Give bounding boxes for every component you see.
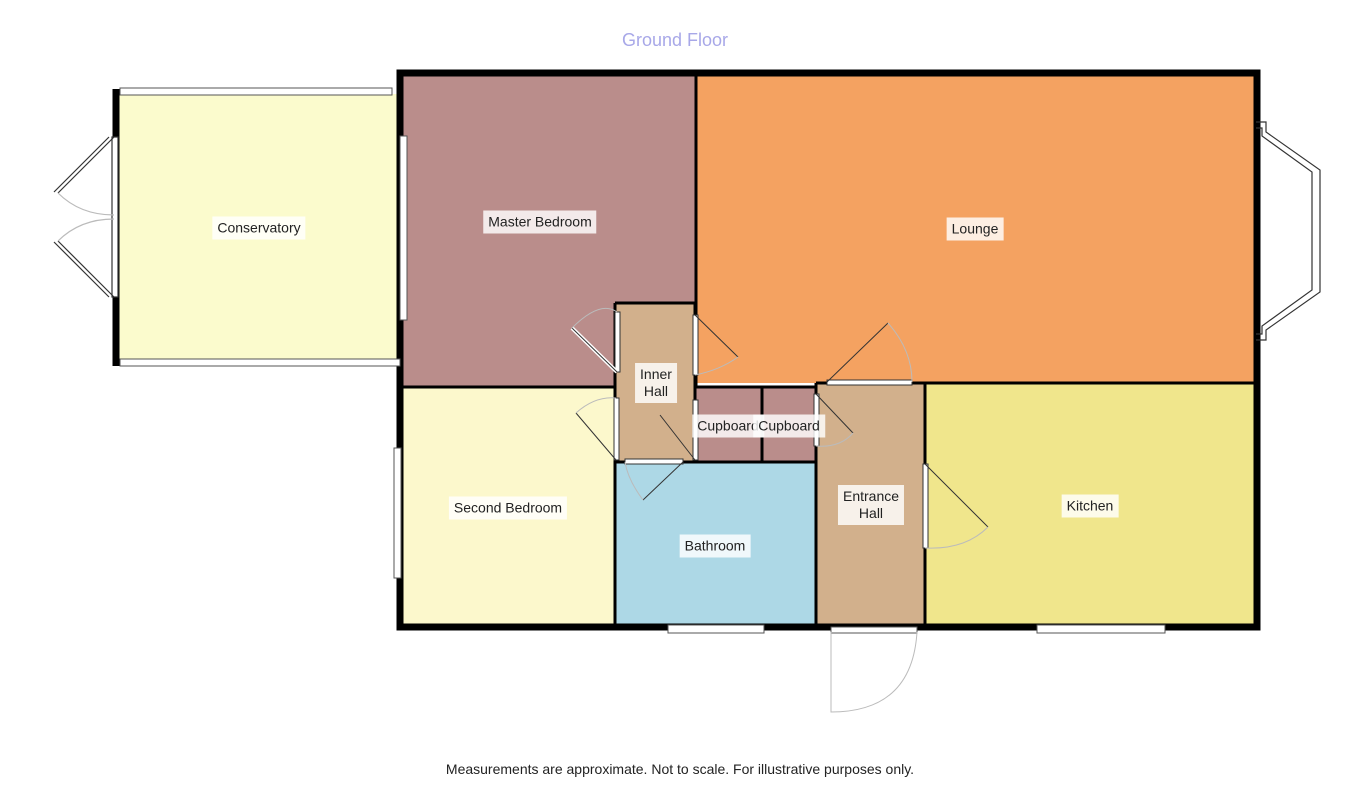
room-label-cupboard-1: Cupboard <box>692 414 764 438</box>
room-label-conservatory: Conservatory <box>212 216 306 240</box>
disclaimer-text: Measurements are approximate. Not to sca… <box>445 761 915 777</box>
room-label-master-bedroom: Master Bedroom <box>483 210 597 234</box>
bathroom-window <box>667 624 765 634</box>
room-label-entrance-hall: Entrance Hall <box>837 485 905 525</box>
plan-title: Ground Floor <box>621 30 729 50</box>
conservatory-top-window <box>119 87 393 96</box>
master-bedroom-window <box>399 135 408 321</box>
room-label-bathroom: Bathroom <box>679 534 751 558</box>
windows <box>119 87 1166 634</box>
lounge-bay-window <box>1256 121 1321 341</box>
room-label-kitchen: Kitchen <box>1061 494 1119 518</box>
room-label-lounge: Lounge <box>946 217 1004 241</box>
kitchen-window <box>1036 624 1166 634</box>
conservatory-doors <box>53 136 119 298</box>
exterior-walls <box>396 69 1261 631</box>
entrance-threshold <box>830 626 918 634</box>
room-label-cupboard-2: Cupboard <box>753 414 825 438</box>
conservatory-bottom-window <box>119 358 401 367</box>
room-label-second-bedroom: Second Bedroom <box>448 496 568 520</box>
room-label-inner-hall: Inner Hall <box>635 363 677 403</box>
second-bedroom-window <box>393 447 402 579</box>
